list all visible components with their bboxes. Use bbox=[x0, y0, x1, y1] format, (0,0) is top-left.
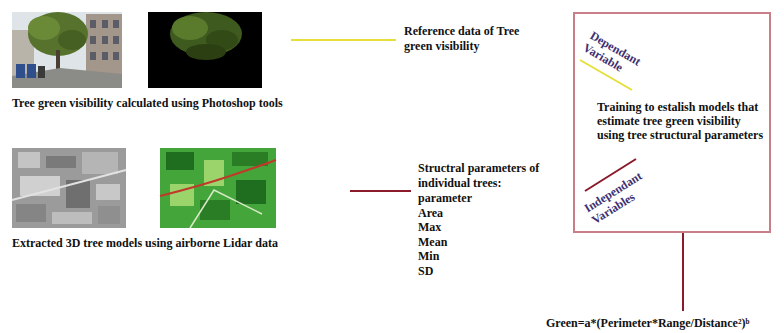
image-caption: Tree green visibility calculated using P… bbox=[12, 96, 283, 111]
parameter-item: Max bbox=[418, 220, 441, 235]
leader-line bbox=[350, 190, 411, 192]
leader-line bbox=[291, 39, 396, 41]
formula: Green=a*(Perimeter*Range/Distance²)ᵇ bbox=[546, 316, 749, 331]
parameter-item: Area bbox=[418, 206, 443, 221]
parameter-item: Mean bbox=[418, 235, 447, 250]
parameter-item: Min bbox=[418, 249, 439, 264]
reference-label: Reference data of Tree green visibility bbox=[404, 24, 529, 53]
parameter-heading: Structral parameters of individual trees… bbox=[418, 161, 548, 190]
image-caption: Extracted 3D tree models using airborne … bbox=[12, 236, 278, 251]
parameter-item: parameter bbox=[418, 191, 472, 206]
box-text: Training to estalish models that estimat… bbox=[597, 100, 771, 142]
leader-line bbox=[682, 233, 684, 311]
variable-label: Independant Variables bbox=[582, 161, 665, 227]
lidar-hillshade bbox=[12, 148, 126, 228]
parameter-item: SD bbox=[418, 264, 433, 279]
extracted-tree-photo bbox=[148, 12, 262, 88]
variable-label: Dependant Variable bbox=[581, 28, 656, 87]
model-box: Dependant VariableTraining to estalish m… bbox=[573, 12, 771, 233]
street-photo bbox=[12, 12, 122, 88]
tree-map bbox=[160, 148, 276, 228]
